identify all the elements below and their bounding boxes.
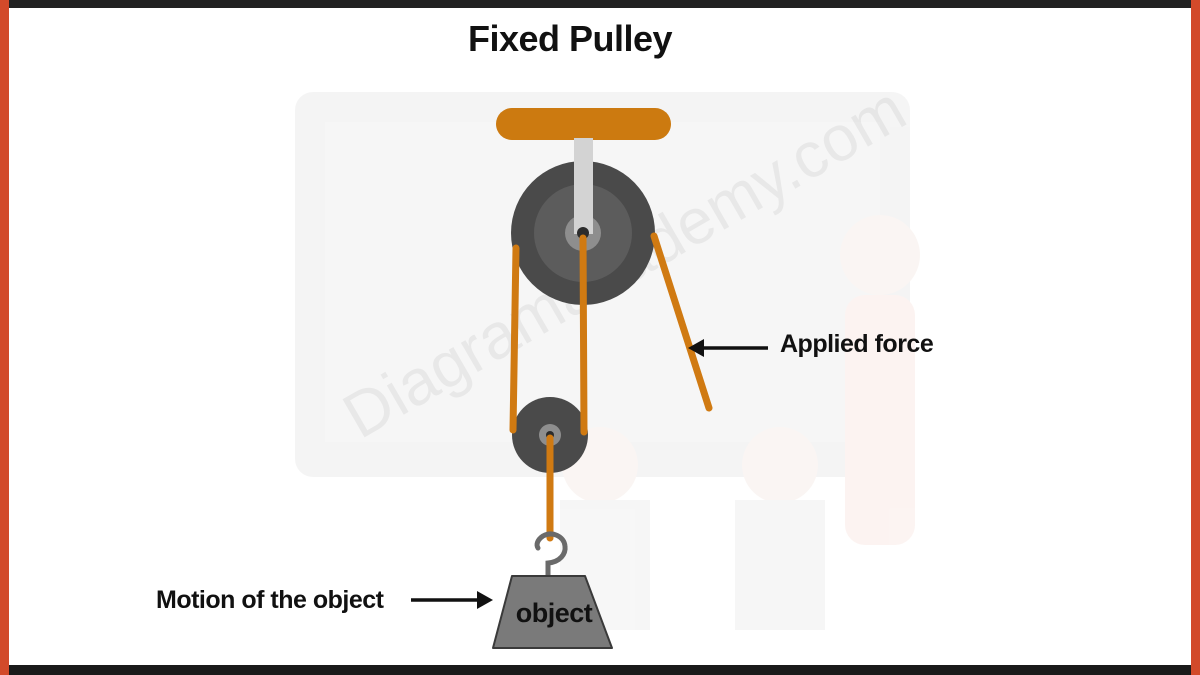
diagram-title: Fixed Pulley [467, 18, 673, 59]
ceiling-mount [496, 108, 671, 140]
rope-pull-segment [650, 232, 713, 412]
arrow-right-icon [411, 591, 493, 609]
right-border [1191, 0, 1200, 675]
object-label: object [515, 598, 593, 628]
arrow-left-icon [688, 339, 768, 357]
rope [509, 232, 713, 542]
hook-icon [534, 531, 568, 581]
weight-block [492, 575, 613, 649]
rope-center-segment [579, 234, 588, 436]
top-band [0, 0, 1200, 8]
left-border [0, 0, 9, 675]
bottom-band [0, 665, 1200, 675]
fixed-pulley-axle [577, 227, 589, 239]
rope-left-segment [509, 244, 520, 434]
applied-force-label: Applied force [780, 330, 934, 358]
bracket-front [574, 160, 593, 234]
motion-label: Motion of the object [156, 586, 384, 614]
